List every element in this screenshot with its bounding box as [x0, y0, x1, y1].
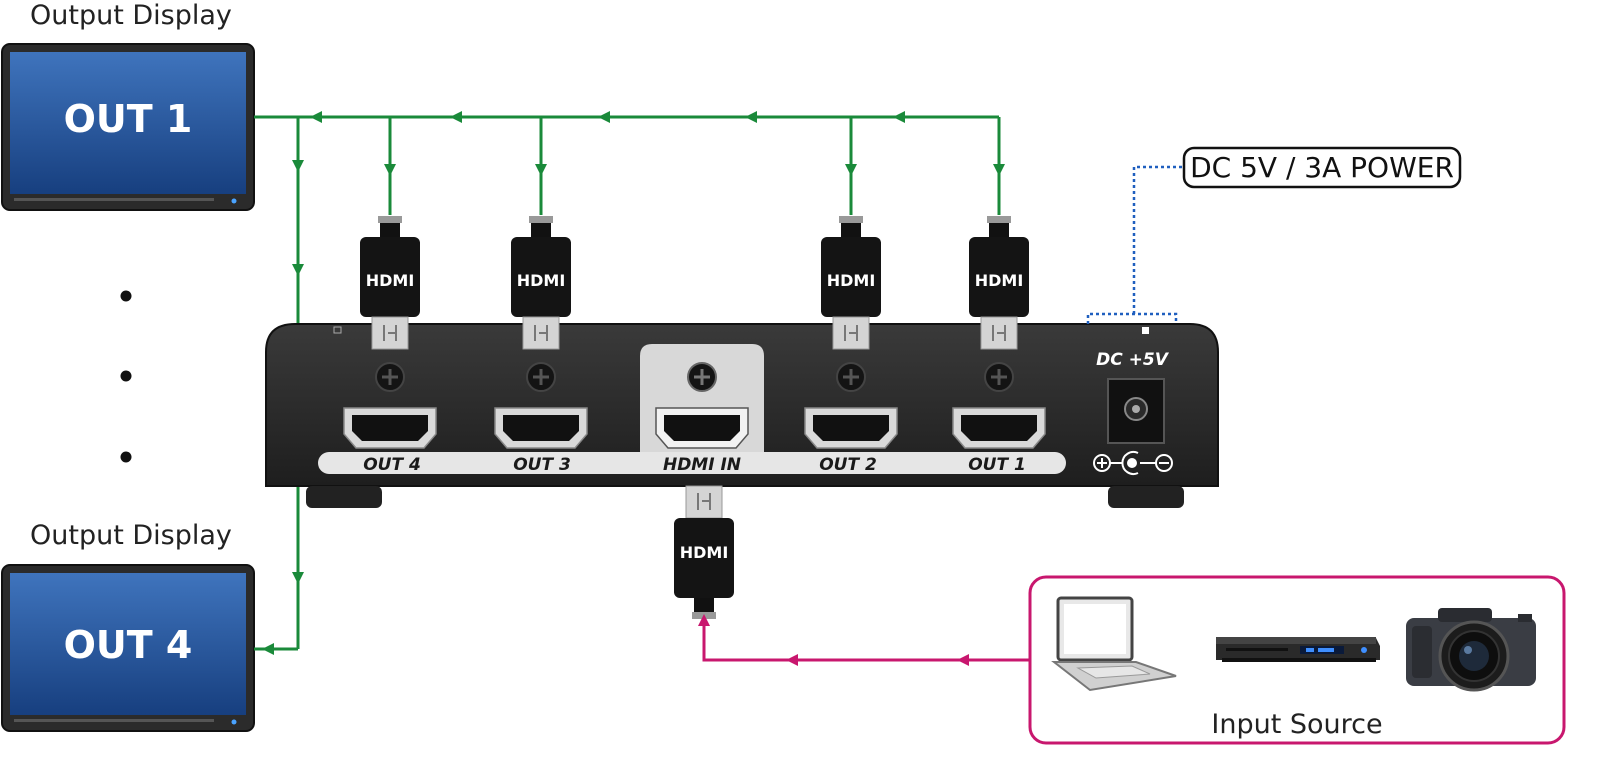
monitor-out4: OUT 4: [1, 564, 255, 732]
power-callout-label: DC 5V / 3A POWER: [1190, 151, 1454, 184]
dc-jack: [1107, 378, 1165, 444]
hdmi-port-out3: [494, 407, 588, 449]
media-player-icon: [1216, 637, 1380, 662]
output-arrow-heads: [262, 111, 1005, 655]
output-display-caption-top: Output Display: [30, 0, 232, 31]
ellipsis-dots: [120, 290, 132, 463]
hdmi-plug-out3: HDMI: [511, 216, 571, 350]
monitor-out1: OUT 1: [1, 43, 255, 211]
hdmi-plug-label: HDMI: [680, 543, 729, 562]
hdmi-plug-label: HDMI: [827, 271, 876, 290]
port-label-out1: OUT 1: [968, 455, 1026, 475]
port-label-out3: OUT 3: [513, 455, 571, 475]
hdmi-plug-out4: HDMI: [360, 216, 420, 350]
hdmi-plug-label: HDMI: [366, 271, 415, 290]
port-label-out4: OUT 4: [363, 455, 421, 475]
hdmi-port-out2: [804, 407, 898, 449]
camera-icon: [1406, 608, 1536, 692]
power-led: [1142, 327, 1149, 334]
hdmi-port-in: [655, 407, 749, 449]
output-display-caption-bottom: Output Display: [30, 520, 232, 551]
hdmi-ports: [343, 407, 1046, 449]
screen-label-out1: OUT 1: [64, 97, 193, 141]
input-signal-line: [698, 614, 1030, 666]
hdmi-port-out4: [343, 407, 437, 449]
hdmi-plug-label: HDMI: [975, 271, 1024, 290]
laptop-icon: [1051, 596, 1177, 692]
hdmi-plug-out1: HDMI: [969, 216, 1029, 350]
port-label-out2: OUT 2: [819, 455, 877, 475]
port-screws: [375, 362, 1014, 392]
dc-input-label: DC +5V: [1096, 350, 1170, 370]
port-label-hdmi-in: HDMI IN: [663, 455, 741, 475]
polarity-symbol: [1093, 451, 1173, 475]
power-callout: DC 5V / 3A POWER: [1086, 146, 1462, 324]
hdmi-cable-connectors: HDMI HDMI HDMI HDMI: [360, 216, 1029, 619]
hdmi-plug-in: HDMI: [674, 485, 734, 619]
hdmi-plug-label: HDMI: [517, 271, 566, 290]
hdmi-plug-out2: HDMI: [821, 216, 881, 350]
input-source-label: Input Source: [1211, 709, 1382, 740]
hdmi-port-out1: [952, 407, 1046, 449]
screen-label-out4: OUT 4: [64, 623, 193, 667]
